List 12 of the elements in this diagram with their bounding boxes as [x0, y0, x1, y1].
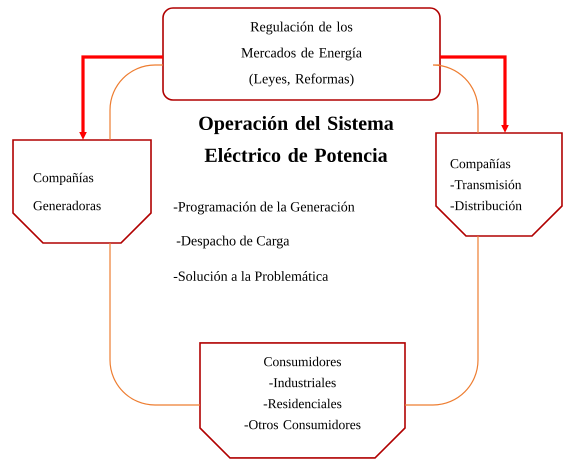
chamfered-box: Compañías Generadoras	[12, 139, 152, 244]
chamfered-box: Consumidores -Industriales -Residenciales -Otros Consumidores	[199, 342, 406, 459]
connector-line	[405, 236, 479, 406]
bullet-text: -Solución a la Problemática	[174, 271, 328, 281]
chamfered-box: Compañías -Transmisión -Distribución	[435, 132, 563, 237]
rounded-box: Regulación de los Mercados de Energía (Leyes, Reformas)	[162, 7, 441, 101]
connector-line	[432, 64, 479, 133]
bullet-text: -Programación de la Generación	[174, 202, 355, 214]
bullet-text: -Despacho de Carga	[176, 236, 290, 248]
connector-line	[109, 64, 163, 140]
connector-line	[109, 243, 200, 406]
title: Operación del Sistema Eléctrico de Potencia	[199, 116, 394, 162]
